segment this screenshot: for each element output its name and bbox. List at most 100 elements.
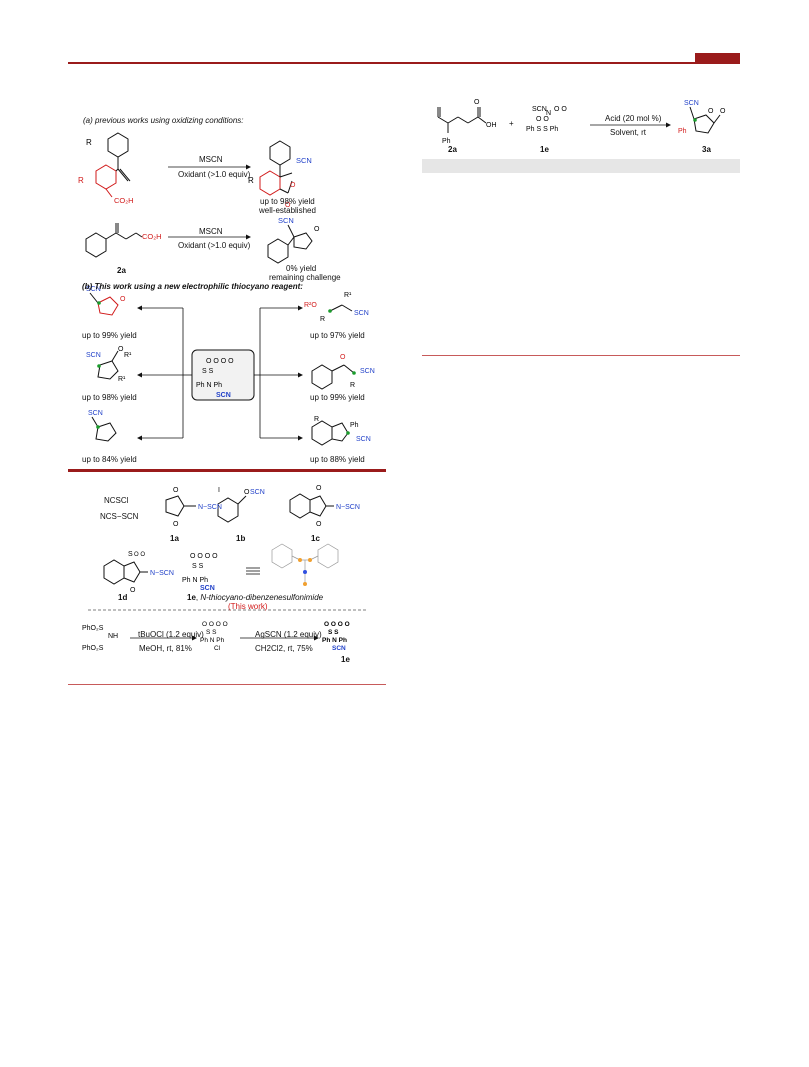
- svg-text:R: R: [248, 176, 254, 185]
- svg-text:O O O O: O O O O: [324, 621, 350, 628]
- yield-bot-right: up to 88% yield: [310, 455, 365, 464]
- svg-text:R: R: [86, 138, 92, 147]
- scheme1-result2-line2: remaining challenge: [269, 273, 341, 282]
- svg-text:OH: OH: [486, 122, 497, 129]
- svg-text:S S: S S: [328, 629, 339, 636]
- svg-text:R: R: [320, 316, 325, 323]
- scheme3-label-1e: 1e: [540, 145, 549, 154]
- scheme1-compound-2a: 2a: [117, 266, 126, 275]
- yield-mid-left: up to 98% yield: [82, 393, 137, 402]
- svg-text:SCN: SCN: [200, 585, 215, 592]
- svg-text:Ph S S Ph: Ph S S Ph: [526, 126, 558, 133]
- scheme3-drawing: O OH Ph O O SCN N O O Ph S S Ph SCN O O …: [437, 99, 726, 145]
- label-1e-name: 1e, N-thiocyano-dibenzenesulfonimide: [187, 593, 324, 602]
- svg-text:S S: S S: [202, 368, 214, 375]
- svg-text:N−SCN: N−SCN: [336, 504, 360, 511]
- svg-text:N−SCN: N−SCN: [198, 504, 222, 511]
- svg-text:O: O: [118, 346, 124, 353]
- svg-text:SCN: SCN: [332, 645, 346, 652]
- scheme1-drawing: R R CO₂H SCN R O O CO₂H SCN O O O O O: [78, 132, 375, 446]
- scheme3-plus: +: [509, 119, 514, 128]
- label-1e-route: 1e: [341, 655, 350, 664]
- scheme3-label-3a: 3a: [702, 145, 711, 154]
- step1-reagent: tBuOCl (1.2 equiv): [138, 630, 204, 639]
- scheme1-part-b-title: (b) This work using a new electrophilic …: [82, 282, 303, 291]
- svg-text:R: R: [78, 176, 84, 185]
- svg-text:O: O: [316, 521, 322, 528]
- svg-text:SCN: SCN: [360, 368, 375, 375]
- svg-text:O: O: [173, 521, 179, 528]
- svg-text:Ph: Ph: [678, 128, 687, 135]
- scheme1-oxidant1: Oxidant (>1.0 equiv): [178, 170, 251, 179]
- svg-text:O: O: [285, 202, 291, 209]
- label-1d: 1d: [118, 593, 128, 602]
- svg-text:O: O: [474, 99, 480, 106]
- scheme1-sm1-structure: [95, 132, 131, 198]
- svg-text:R¹: R¹: [344, 292, 352, 299]
- yield-top-right: up to 97% yield: [310, 331, 365, 340]
- svg-text:O O O O: O O O O: [206, 358, 234, 365]
- svg-text:CO₂H: CO₂H: [142, 232, 162, 241]
- svg-text:O O: O O: [134, 552, 145, 558]
- svg-text:Ph: Ph: [442, 138, 451, 145]
- svg-text:S S: S S: [192, 563, 204, 570]
- svg-text:SCN: SCN: [278, 216, 294, 225]
- scheme1-oxidant2: Oxidant (>1.0 equiv): [178, 241, 251, 250]
- svg-text:O: O: [720, 108, 726, 115]
- svg-text:O: O: [340, 354, 346, 361]
- svg-text:N−SCN: N−SCN: [150, 570, 174, 577]
- reagent-ncsscn: NCS−SCN: [100, 512, 139, 521]
- scheme1-reagent1: MSCN: [199, 155, 223, 164]
- svg-text:R¹: R¹: [118, 376, 126, 383]
- svg-text:Cl: Cl: [214, 645, 221, 652]
- svg-text:SCN: SCN: [532, 106, 547, 113]
- svg-text:R: R: [350, 382, 355, 389]
- svg-text:O O O O: O O O O: [202, 621, 228, 628]
- label-1b: 1b: [236, 534, 246, 543]
- svg-text:PhO₂S: PhO₂S: [82, 625, 104, 632]
- svg-text:O: O: [173, 487, 179, 494]
- svg-text:CO₂H: CO₂H: [114, 196, 134, 205]
- label-1c: 1c: [311, 534, 320, 543]
- svg-text:O: O: [290, 182, 296, 189]
- svg-text:Ph N Ph: Ph N Ph: [196, 382, 222, 389]
- left-arrow-tree: [142, 307, 192, 439]
- svg-text:S S: S S: [206, 629, 217, 636]
- scheme3-conditions: Solvent, rt: [610, 128, 647, 137]
- scheme3-label-2a: 2a: [448, 145, 457, 154]
- scheme1-product2-structure: [267, 224, 313, 264]
- svg-text:O O: O O: [536, 116, 549, 123]
- scheme3-reagent: Acid (20 mol %): [605, 114, 662, 123]
- svg-text:O: O: [244, 489, 250, 496]
- right-arrow-tree: [254, 307, 298, 439]
- svg-text:O: O: [316, 485, 322, 492]
- reagent-ncscl: NCSCl: [104, 496, 129, 505]
- scheme1-result2-line1: 0% yield: [286, 264, 317, 273]
- svg-text:SCN: SCN: [250, 489, 265, 496]
- svg-text:SCN: SCN: [86, 286, 101, 293]
- svg-text:SCN: SCN: [88, 410, 103, 417]
- svg-text:SCN: SCN: [216, 392, 231, 399]
- svg-text:R¹: R¹: [124, 352, 132, 359]
- step2-reagent: AgSCN (1.2 equiv): [255, 630, 322, 639]
- step2-conditions: CH2Cl2, rt, 75%: [255, 644, 313, 653]
- svg-text:O: O: [130, 587, 136, 594]
- label-1a: 1a: [170, 534, 179, 543]
- svg-text:Ph N Ph: Ph N Ph: [182, 577, 208, 584]
- svg-text:PhO₂S: PhO₂S: [82, 645, 104, 652]
- scheme1-product1-structure: [259, 140, 293, 196]
- header-rule: [68, 62, 740, 64]
- svg-text:SCN: SCN: [356, 436, 371, 443]
- scheme1-part-a-title: (a) previous works using oxidizing condi…: [83, 116, 244, 125]
- scheme1-2a-structure: [85, 223, 143, 258]
- svg-text:O O: O O: [554, 106, 567, 113]
- step1-conditions: MeOH, rt, 81%: [139, 644, 192, 653]
- svg-text:N: N: [546, 110, 551, 117]
- label-this-work: (This work): [228, 602, 268, 611]
- svg-text:SCN: SCN: [296, 156, 312, 165]
- table-header-band: [422, 159, 740, 173]
- table-bottom-rule: [422, 355, 740, 356]
- svg-text:O: O: [314, 226, 320, 233]
- scheme2-drawing: N−SCN O O I O SCN N−SCN O O N−SCN S O O …: [82, 485, 368, 652]
- scheme2-bottom-rule: [68, 684, 386, 685]
